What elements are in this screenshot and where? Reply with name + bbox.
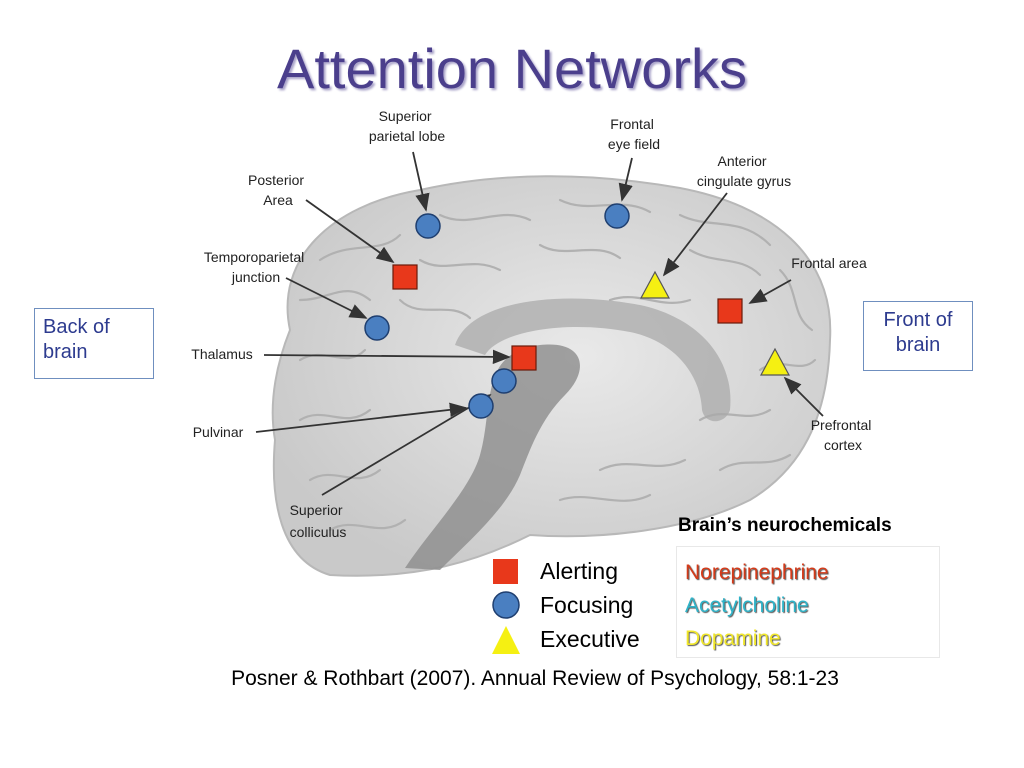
arrow-pulvinar: [255, 402, 468, 433]
citation: Posner & Rothbart (2007). Annual Review …: [231, 667, 839, 690]
legend-label-executive: Executive: [540, 626, 640, 652]
corpus-callosum: [455, 298, 731, 422]
focusing-marker-superior-parietal: [415, 213, 441, 239]
arrow-temporoparietal-junction: [285, 277, 368, 319]
brainstem: [405, 344, 580, 570]
neurochemical-dopamine: Dopamine: [685, 627, 781, 650]
label-pulvinar: Pulvinar: [193, 424, 244, 440]
alerting-marker-posterior-area: [392, 264, 418, 290]
focusing-marker-frontal-eye-field: [604, 203, 630, 229]
triangle-icon: [492, 626, 520, 654]
legend-item-focusing: Focusing: [490, 590, 690, 624]
label-frontal-eye-field: Frontal eye field: [608, 116, 660, 152]
legend-item-executive: Executive: [490, 624, 690, 658]
neurochemical-acetylcholine: Acetylcholine: [685, 594, 809, 617]
legend-label-focusing: Focusing: [540, 592, 634, 618]
label-posterior-area: Posterior Area: [248, 172, 308, 208]
label-anterior-cingulate-gyrus: Anterior cingulate gyrus: [697, 153, 791, 189]
leader-arrows: [255, 151, 824, 496]
label-superior-colliculus: Superior colliculus: [290, 502, 347, 540]
legend-item-alerting: Alerting: [490, 556, 690, 590]
label-frontal-area: Frontal area: [791, 255, 867, 271]
neurochemicals-title: Brain’s neurochemicals: [678, 515, 892, 536]
network-markers: [364, 203, 791, 419]
arrow-posterior-area: [305, 199, 395, 264]
neurochemicals-box: Norepinephrine Acetylcholine Dopamine: [676, 546, 940, 658]
focusing-marker-pulvinar: [491, 368, 517, 394]
arrow-prefrontal-cortex: [783, 376, 824, 417]
label-prefrontal-cortex: Prefrontal cortex: [811, 417, 876, 453]
neurochemical-norepinephrine: Norepinephrine: [685, 561, 829, 584]
focusing-marker-superior-colliculus: [468, 393, 494, 419]
label-thalamus: Thalamus: [191, 346, 252, 362]
arrow-superior-parietal-lobe: [412, 151, 430, 212]
arrow-thalamus: [263, 349, 511, 365]
page-title: Attention Networks: [277, 37, 747, 100]
alerting-marker-thalamus: [511, 345, 537, 371]
legend-label-alerting: Alerting: [540, 558, 618, 584]
executive-marker-prefrontal: [759, 347, 791, 376]
alerting-marker-frontal-area: [717, 298, 743, 324]
arrow-superior-colliculus: [321, 394, 492, 496]
circle-icon: [492, 591, 520, 619]
arrow-anterior-cingulate-gyrus: [662, 192, 728, 277]
executive-marker-anterior-cingulate: [639, 270, 671, 299]
square-icon: [493, 559, 518, 584]
front-of-brain-box: Front of brain: [863, 301, 973, 371]
focusing-marker-temporoparietal: [364, 315, 390, 341]
label-temporoparietal-junction: Temporoparietal junction: [204, 249, 308, 285]
arrow-frontal-eye-field: [618, 157, 633, 202]
arrow-frontal-area: [748, 279, 792, 304]
back-of-brain-box: Back of brain: [34, 308, 154, 379]
label-superior-parietal-lobe: Superior parietal lobe: [369, 108, 445, 144]
